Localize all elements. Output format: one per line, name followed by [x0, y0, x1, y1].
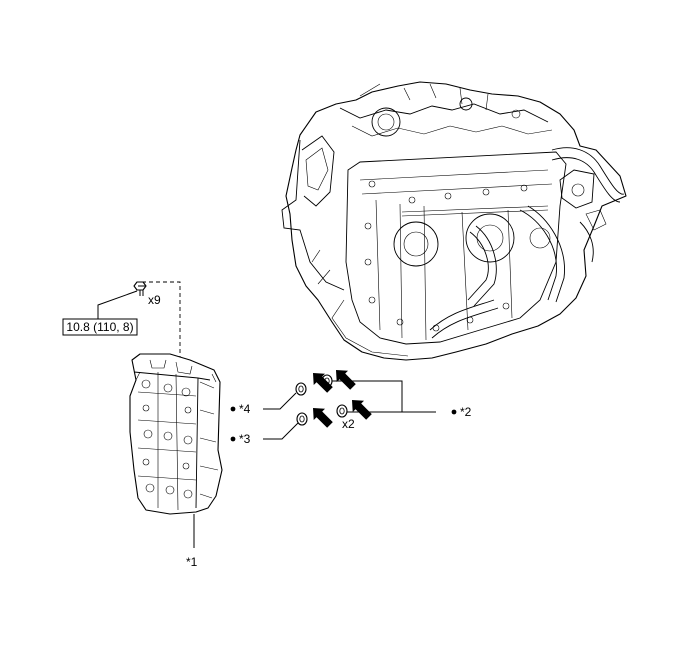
bolt-install-dashed-line: [142, 281, 181, 410]
part-2-bullet-icon: [451, 409, 457, 415]
arrow-icon: [313, 373, 333, 393]
arrow-icon: [313, 408, 333, 428]
torque-leader-line: [97, 290, 138, 319]
o-ring-4-icon: [295, 382, 307, 396]
arrow-icon: [336, 370, 356, 390]
part-2-label: *2: [460, 405, 472, 419]
part-3-bullet-icon: [230, 436, 236, 442]
part-1-label: *1: [186, 555, 198, 569]
part-3-label: *3: [239, 432, 251, 446]
arrow-icon: [352, 400, 372, 420]
o-ring-3-icon: [296, 412, 308, 426]
bolt-count-label: x9: [148, 293, 161, 307]
valve-body-assembly: [129, 353, 223, 515]
o-ring-2-lower-icon: [336, 404, 348, 418]
torque-spec-label: 10.8 (110, 8): [66, 320, 133, 334]
transaxle-assembly: [281, 81, 627, 361]
part-4-label: *4: [239, 402, 251, 416]
part-3-leader-line: [263, 422, 299, 440]
part-4-leader-line: [263, 392, 297, 410]
bolt-icon: [133, 281, 147, 296]
torque-spec-box: [62, 318, 138, 336]
part-4-bullet-icon: [230, 406, 236, 412]
part-2-leader-bracket: [332, 380, 436, 413]
o-ring-count-label: x2: [342, 417, 355, 431]
